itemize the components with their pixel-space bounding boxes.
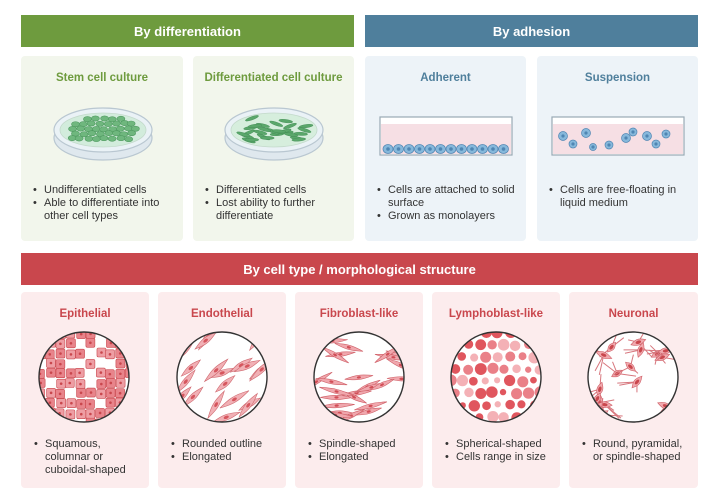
panel-title: Suspension	[584, 72, 651, 84]
bullet-item: Able to differentiate into other cell ty…	[33, 197, 178, 223]
panel-epithelial: Epithelial Squamous, columnar or cuboida…	[21, 292, 149, 488]
bullet-list: Differentiated cells Lost ability to fur…	[205, 184, 350, 223]
panel-suspension: Suspension Cells are free-floating in li…	[537, 56, 698, 241]
bullet-list: Rounded outline Elongated	[171, 438, 281, 464]
panel-adherent: Adherent Cells are attached to solid sur…	[365, 56, 526, 241]
header-by-cell-type: By cell type / morphological structure	[21, 253, 698, 285]
bullet-item: Grown as monolayers	[377, 210, 522, 223]
bullet-item: Round, pyramidal, or spindle-shaped	[582, 438, 694, 464]
lymphoblast-cells-icon	[450, 331, 542, 423]
bullet-item: Cells range in size	[445, 451, 557, 464]
bullet-list: Cells are attached to solid surface Grow…	[377, 184, 522, 223]
bullet-item: Cells are attached to solid surface	[377, 184, 522, 210]
header-label: By adhesion	[492, 23, 571, 39]
bullet-item: Lost ability to further differentiate	[205, 197, 350, 223]
bullet-list: Spherical-shaped Cells range in size	[445, 438, 557, 464]
panel-lymphoblast-like: Lymphoblast-like Spherical-shaped Cells …	[432, 292, 560, 488]
bullet-item: Spherical-shaped	[445, 438, 557, 451]
panel-neuronal: Neuronal Round, pyramidal, or spindle-sh…	[569, 292, 698, 488]
bullet-list: Cells are free-floating in liquid medium	[549, 184, 694, 210]
panel-title: Differentiated cell culture	[204, 72, 343, 84]
neuronal-cells-icon	[587, 331, 679, 423]
panel-title: Lymphoblast-like	[448, 308, 544, 320]
bullet-list: Squamous, columnar or cuboidal-shaped	[34, 438, 144, 477]
bullet-item: Elongated	[171, 451, 281, 464]
panel-stem-cell-culture: Stem cell culture Undifferentiated cells…	[21, 56, 183, 241]
bullet-item: Rounded outline	[171, 438, 281, 451]
panel-fibroblast-like: Fibroblast-like Spindle-shaped Elongated	[295, 292, 423, 488]
fibroblast-cells-icon	[313, 331, 405, 423]
bullet-list: Round, pyramidal, or spindle-shaped	[582, 438, 694, 464]
panel-endothelial: Endothelial Rounded outline Elongated	[158, 292, 286, 488]
panel-title: Epithelial	[59, 308, 111, 320]
header-by-adhesion: By adhesion	[365, 15, 698, 47]
panel-title: Neuronal	[608, 308, 659, 320]
petri-dish-stem-cells-icon	[53, 107, 153, 161]
bullet-item: Differentiated cells	[205, 184, 350, 197]
suspension-vessel-icon	[551, 116, 685, 156]
bullet-list: Spindle-shaped Elongated	[308, 438, 418, 464]
header-by-differentiation: By differentiation	[21, 15, 354, 47]
panel-title: Endothelial	[191, 308, 253, 320]
panel-title: Fibroblast-like	[319, 308, 399, 320]
endothelial-cells-icon	[176, 331, 268, 423]
panel-differentiated-cell-culture: Differentiated cell culture Differentiat…	[193, 56, 354, 241]
header-label: By differentiation	[134, 23, 241, 39]
petri-dish-differentiated-cells-icon	[224, 107, 324, 161]
panel-title: Stem cell culture	[55, 72, 149, 84]
bullet-item: Spindle-shaped	[308, 438, 418, 451]
epithelial-cells-icon	[38, 331, 130, 423]
bullet-item: Cells are free-floating in liquid medium	[549, 184, 694, 210]
bullet-list: Undifferentiated cells Able to different…	[33, 184, 178, 223]
bullet-item: Squamous, columnar or cuboidal-shaped	[34, 438, 144, 477]
panel-title: Adherent	[420, 72, 471, 84]
adherent-vessel-icon	[379, 116, 513, 156]
bullet-item: Elongated	[308, 451, 418, 464]
header-label: By cell type / morphological structure	[243, 261, 476, 277]
bullet-item: Undifferentiated cells	[33, 184, 178, 197]
